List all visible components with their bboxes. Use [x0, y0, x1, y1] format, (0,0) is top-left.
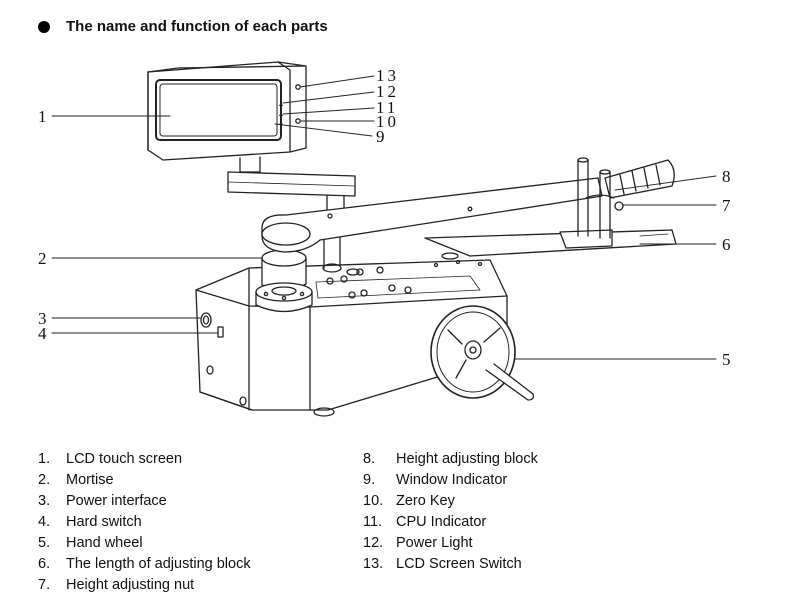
callout-13: 13	[376, 66, 399, 85]
support-arm	[227, 171, 356, 215]
leader-8	[614, 175, 717, 191]
leader-11	[282, 107, 375, 115]
leader-lines	[51, 75, 717, 360]
section-heading: The name and function of each parts	[38, 18, 328, 35]
callout-9: 9	[376, 127, 385, 146]
legend-item: 5.Hand wheel	[38, 535, 143, 551]
legend-item: 10.Zero Key	[363, 493, 455, 509]
legend-item: 4.Hard switch	[38, 514, 142, 530]
callout-1: 1	[38, 107, 47, 126]
hand-wheel	[430, 305, 535, 401]
leader-9	[274, 123, 373, 137]
callout-7: 7	[722, 196, 731, 215]
adjusting-rail	[424, 157, 677, 257]
legend-item: 6.The length of adjusting block	[38, 556, 251, 572]
callout-6: 6	[722, 235, 731, 254]
callout-11: 11	[376, 98, 398, 117]
power-interface	[200, 312, 212, 328]
legend-item: 2.Mortise	[38, 472, 114, 488]
bullet-icon	[38, 20, 50, 33]
callout-10: 10	[376, 112, 399, 131]
hard-switch	[217, 326, 224, 338]
lcd-screen	[155, 79, 282, 141]
legend-item: 13.LCD Screen Switch	[363, 556, 522, 572]
legend-item: 12.Power Light	[363, 535, 473, 551]
tester-diagram: 1 2 3 4 5 6 7 8 9 10 11 12 13	[38, 61, 731, 417]
legend-item: 11.CPU Indicator	[363, 514, 487, 530]
callout-3: 3	[38, 309, 47, 328]
wrench	[261, 159, 675, 276]
lcd-display-unit	[147, 61, 307, 173]
legend-item: 9.Window Indicator	[363, 472, 508, 488]
legend-item: 3.Power interface	[38, 493, 167, 509]
mortise	[255, 249, 313, 313]
parts-legend-right: 8.Height adjusting block 9.Window Indica…	[363, 449, 538, 575]
leader-12	[282, 91, 375, 104]
callout-5: 5	[722, 350, 731, 369]
section-title: The name and function of each parts	[66, 18, 328, 35]
callout-8: 8	[722, 167, 731, 186]
leader-13	[299, 75, 375, 88]
callout-12: 12	[376, 82, 399, 101]
legend-item: 7.Height adjusting nut	[38, 577, 195, 593]
legend-item: 1.LCD touch screen	[38, 451, 183, 467]
callout-4: 4	[38, 324, 47, 343]
callout-2: 2	[38, 249, 47, 268]
legend-item: 8.Height adjusting block	[363, 451, 538, 467]
height-adjusting-nut	[614, 201, 624, 211]
parts-legend-left: 1.LCD touch screen 2.Mortise 3.Power int…	[38, 449, 251, 596]
